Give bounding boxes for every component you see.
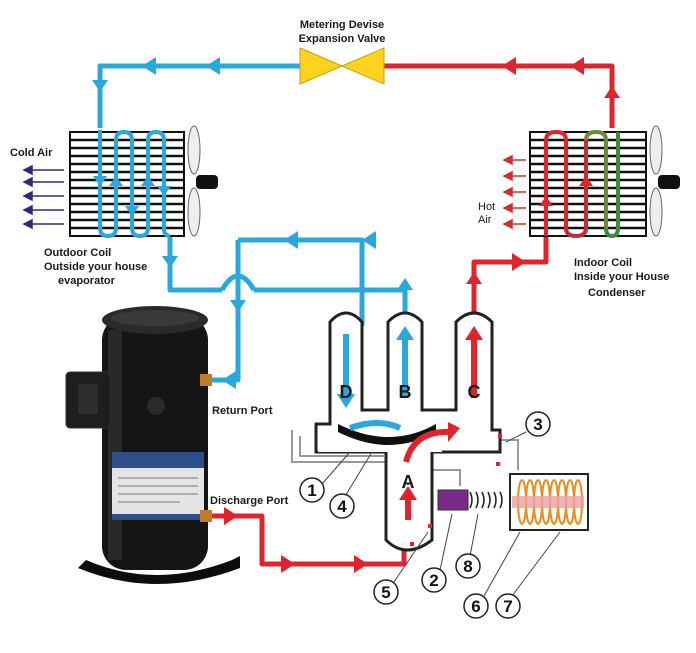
callout-6-text: 6 <box>471 597 480 616</box>
callout-8: 8 <box>455 553 481 579</box>
callout-1: 1 <box>299 477 325 503</box>
outdoor-coil <box>69 129 185 239</box>
indoor-fan-icon <box>649 125 680 237</box>
port-label-d: D <box>340 382 353 402</box>
hot-air-arrows <box>502 154 526 230</box>
indoor-coil-label-2: Inside your House <box>574 271 669 283</box>
callout-leaders <box>321 431 561 597</box>
valve-label-1: Metering Devise <box>300 19 384 31</box>
outdoor-coil-label-3: evaporator <box>58 275 116 287</box>
outdoor-fan-icon <box>187 125 218 237</box>
callout-2: 2 <box>421 567 447 593</box>
callout-5-text: 5 <box>381 583 390 602</box>
callout-6: 6 <box>463 593 489 619</box>
port-label-c: C <box>468 382 481 402</box>
outdoor-coil-label-1: Outdoor Coil <box>44 247 111 259</box>
callout-1-text: 1 <box>307 481 316 500</box>
callouts: 1 4 3 5 2 8 6 7 <box>299 411 551 619</box>
expansion-valve <box>299 47 385 85</box>
discharge-port-label: Discharge Port <box>210 495 289 507</box>
hot-line <box>212 63 615 567</box>
cold-air-label: Cold Air <box>10 147 53 159</box>
callout-3: 3 <box>525 411 551 437</box>
indoor-coil <box>529 129 647 239</box>
indoor-coil-label-1: Indoor Coil <box>574 257 632 269</box>
callout-3-text: 3 <box>533 415 542 434</box>
reversing-valve <box>291 311 589 552</box>
callout-4: 4 <box>329 493 355 519</box>
return-port-label: Return Port <box>212 405 273 417</box>
hot-air-label-1: Hot <box>478 201 495 213</box>
callout-7-text: 7 <box>503 597 512 616</box>
callout-7: 7 <box>495 593 521 619</box>
outdoor-coil-label-2: Outside your house <box>44 261 147 273</box>
hot-air-label-2: Air <box>478 214 492 226</box>
port-label-b: B <box>399 382 412 402</box>
callout-5: 5 <box>373 579 399 605</box>
callout-8-text: 8 <box>463 557 472 576</box>
hot-flow-arrows <box>224 57 620 573</box>
valve-label-2: Expansion Valve <box>299 33 386 45</box>
callout-2-text: 2 <box>429 571 438 590</box>
cold-flow-arrows <box>92 57 413 389</box>
port-label-a: A <box>402 472 415 492</box>
indoor-coil-label-3: Condenser <box>588 287 646 299</box>
compressor <box>65 306 240 584</box>
cold-air-arrows <box>22 164 64 230</box>
callout-4-text: 4 <box>337 497 347 516</box>
